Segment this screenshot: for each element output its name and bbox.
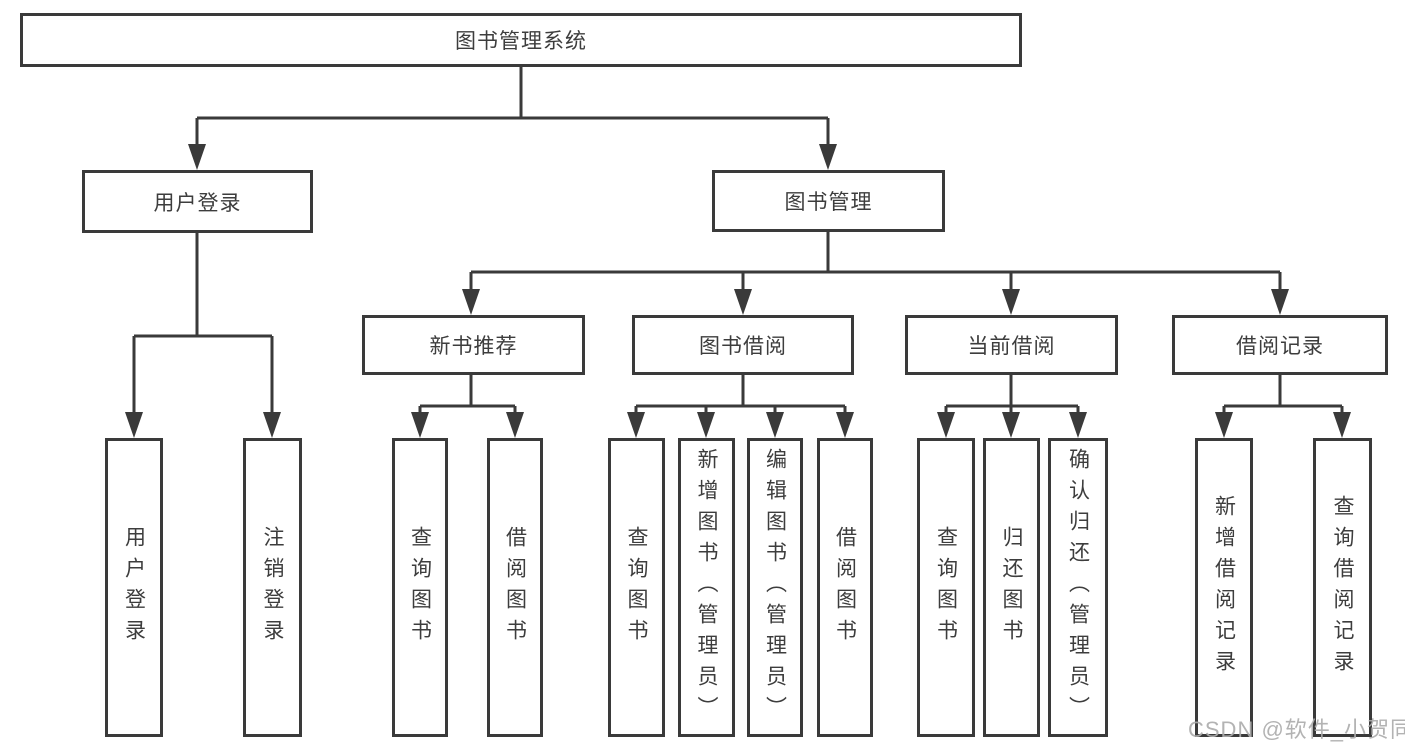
arrow-down-icon — [1333, 412, 1351, 438]
arrow-down-icon — [734, 289, 752, 315]
leaf-query-borrow-record: 查询借阅记录 — [1313, 438, 1372, 737]
leaf-user-login: 用户登录 — [105, 438, 163, 737]
arrow-down-icon — [263, 412, 281, 438]
leaf-borrow-books-1: 借阅图书 — [487, 438, 543, 737]
node-book-management: 图书管理 — [712, 170, 945, 232]
arrow-down-icon — [125, 412, 143, 438]
leaf-borrow-books-2: 借阅图书 — [817, 438, 873, 737]
node-new-book-recommend: 新书推荐 — [362, 315, 585, 375]
arrowheads — [125, 144, 1351, 438]
connector-new-book-branch — [418, 375, 517, 418]
arrow-down-icon — [462, 289, 480, 315]
connector-book-mgmt-to-level3 — [469, 232, 1282, 294]
arrow-down-icon — [766, 412, 784, 438]
leaf-edit-books-admin: 编辑图书（管理员） — [747, 438, 803, 737]
arrow-down-icon — [1069, 412, 1087, 438]
leaf-query-books-3: 查询图书 — [917, 438, 975, 737]
node-root-library-system: 图书管理系统 — [20, 13, 1022, 67]
connector-current-borrow-branch — [944, 375, 1080, 418]
leaf-return-books: 归还图书 — [983, 438, 1040, 737]
leaf-query-books-1: 查询图书 — [392, 438, 448, 737]
node-user-login: 用户登录 — [82, 170, 313, 233]
node-book-borrowing: 图书借阅 — [632, 315, 854, 375]
node-current-borrowing: 当前借阅 — [905, 315, 1118, 375]
arrow-down-icon — [1271, 289, 1289, 315]
leaf-add-books-admin: 新增图书（管理员） — [678, 438, 735, 737]
arrow-down-icon — [411, 412, 429, 438]
arrow-down-icon — [1002, 289, 1020, 315]
connector-book-borrow-branch — [634, 375, 847, 418]
arrow-down-icon — [937, 412, 955, 438]
leaf-confirm-return-admin: 确认归还（管理员） — [1048, 438, 1108, 737]
arrow-down-icon — [1002, 412, 1020, 438]
leaf-add-borrow-record: 新增借阅记录 — [1195, 438, 1253, 737]
arrow-down-icon — [819, 144, 837, 170]
leaf-logout: 注销登录 — [243, 438, 302, 737]
arrow-down-icon — [506, 412, 524, 438]
csdn-watermark: CSDN @软件_小贺同学 — [1188, 717, 1405, 742]
arrow-down-icon — [836, 412, 854, 438]
node-borrowing-records: 借阅记录 — [1172, 315, 1388, 375]
arrow-down-icon — [188, 144, 206, 170]
connector-borrow-records-branch — [1222, 375, 1344, 418]
arrow-down-icon — [697, 412, 715, 438]
arrow-down-icon — [1215, 412, 1233, 438]
leaf-query-books-2: 查询图书 — [608, 438, 665, 737]
arrow-down-icon — [627, 412, 645, 438]
connector-user-login-branch — [132, 233, 274, 416]
connector-root-to-level2 — [195, 67, 830, 148]
